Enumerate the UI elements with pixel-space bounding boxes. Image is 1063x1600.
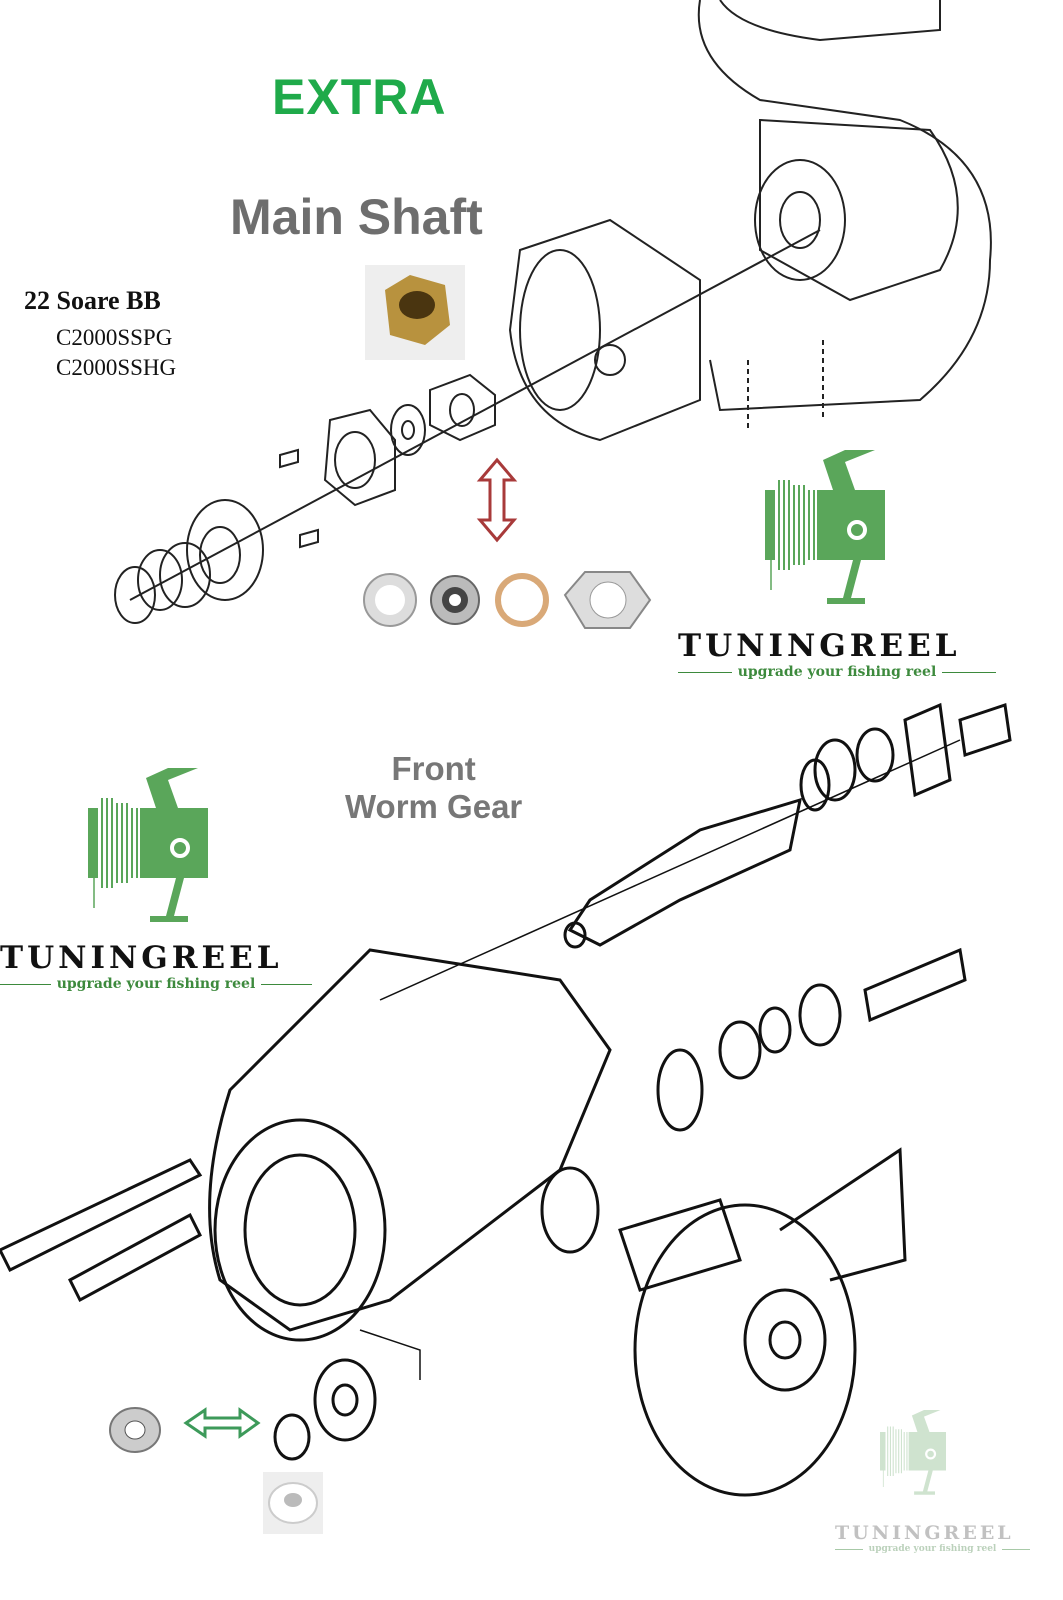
spacer-photo xyxy=(263,1472,323,1534)
reel-logo-icon xyxy=(763,448,887,606)
extra-heading: EXTRA xyxy=(272,69,447,125)
brand-tagline: upgrade your fishing reel xyxy=(56,976,256,992)
reel-logo-watermark-icon xyxy=(878,1408,948,1496)
logo-tuningreel-middle: TUNINGREEL upgrade your fishing reel xyxy=(0,940,312,992)
reel-model: 22 Soare BB xyxy=(24,286,161,315)
double-arrow-green-icon xyxy=(183,1407,261,1439)
main-shaft-exploded-view xyxy=(114,0,992,624)
front-worm-gear-exploded-view xyxy=(0,702,1012,1497)
main-shaft-heading: Main Shaft xyxy=(230,189,483,245)
logo-tuningreel-watermark: TUNINGREEL upgrade your fishing reel xyxy=(835,1522,1031,1554)
replacement-bearings-photo xyxy=(363,571,652,629)
brand-name: TUNINGREEL xyxy=(835,1522,1014,1544)
front-heading-line: Front xyxy=(391,750,476,787)
brand-tagline: upgrade your fishing reel xyxy=(737,664,937,680)
brand-name: TUNINGREEL xyxy=(678,628,961,664)
brand-name: TUNINGREEL xyxy=(0,940,283,976)
logo-tuningreel-top: TUNINGREEL upgrade your fishing reel xyxy=(678,628,996,680)
reel-logo-icon xyxy=(86,766,210,924)
brand-tagline: upgrade your fishing reel xyxy=(868,1544,997,1554)
bearing-photo xyxy=(109,1407,161,1453)
front-heading-line: Worm Gear xyxy=(345,788,523,825)
reel-variant: C2000SSHG xyxy=(56,355,177,380)
reel-variant: C2000SSPG xyxy=(56,325,173,350)
double-arrow-red-icon xyxy=(476,457,518,543)
front-worm-gear-heading: Front Worm Gear xyxy=(345,750,522,826)
brass-nut-photo xyxy=(365,265,465,360)
